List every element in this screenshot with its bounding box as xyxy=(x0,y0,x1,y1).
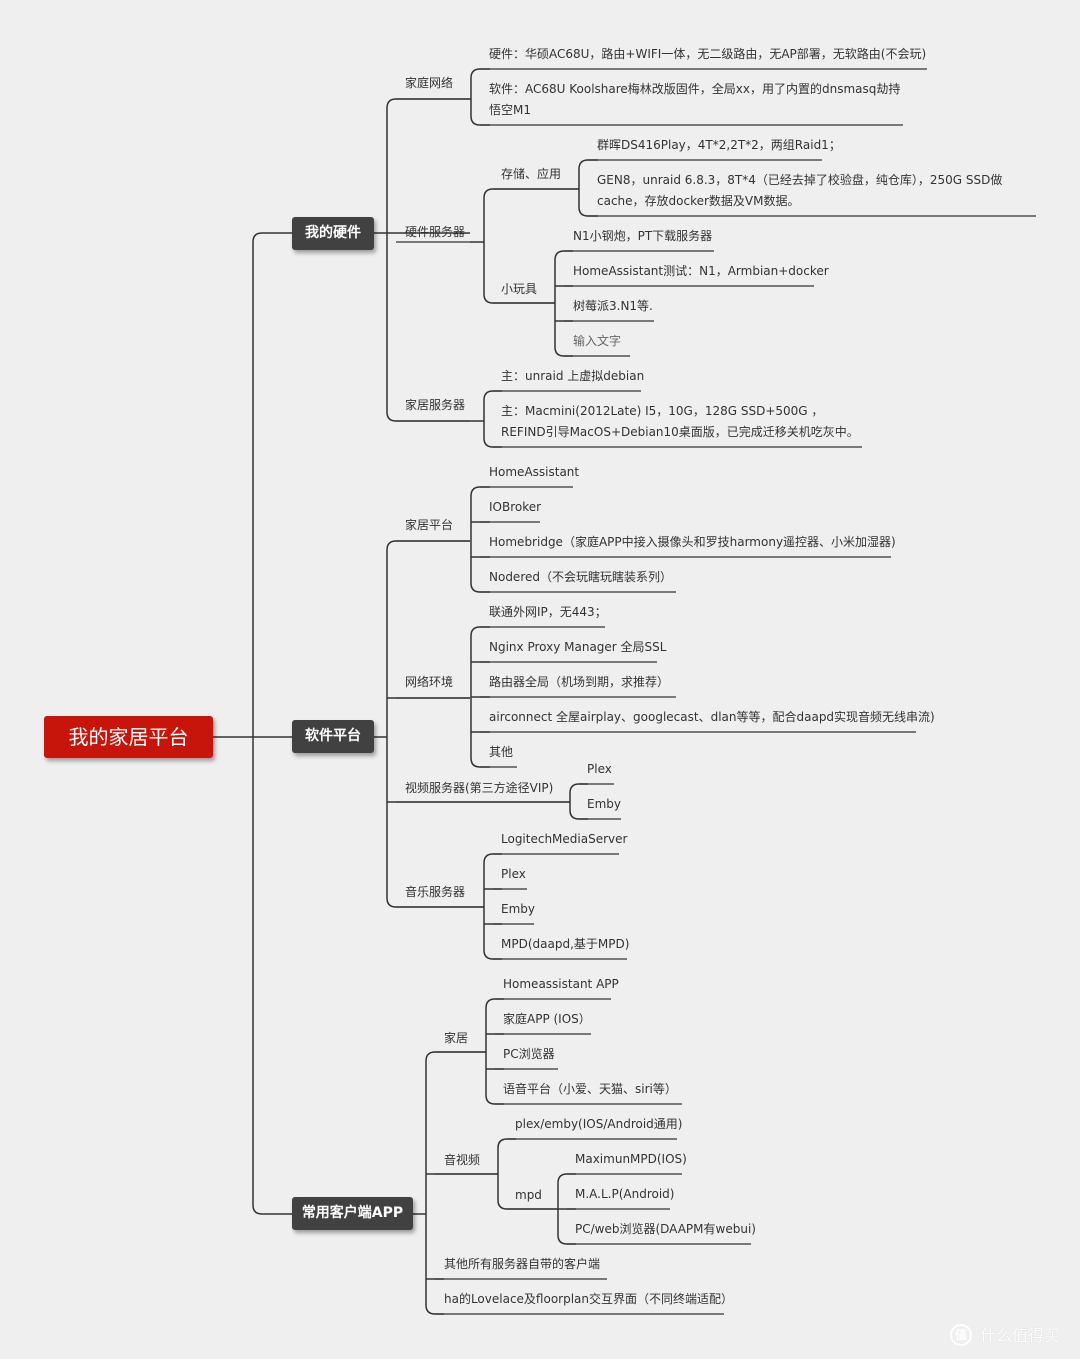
leaf-ha-app[interactable]: Homeassistant APP xyxy=(503,977,619,991)
leaf-airconnect[interactable]: airconnect 全屋airplay、googlecast、dlan等等，配… xyxy=(489,710,935,724)
node-storage[interactable]: 存储、应用 xyxy=(501,167,562,181)
leaf-other-clients[interactable]: 其他所有服务器自带的客户端 xyxy=(444,1257,601,1271)
leaf-homeassistant[interactable]: HomeAssistant xyxy=(489,465,580,479)
leaf-home-server-unraid[interactable]: 主：unraid 上虚拟debian xyxy=(501,369,645,383)
watermark-logo-icon: 值 xyxy=(950,1324,972,1346)
branch-clients[interactable]: 常用客户端APP xyxy=(292,1197,413,1230)
leaf-pc-web-browser[interactable]: PC/web浏览器(DAAPM有webui) xyxy=(575,1222,756,1236)
leaf-pc-browser[interactable]: PC浏览器 xyxy=(503,1047,555,1061)
node-toys[interactable]: 小玩具 xyxy=(501,282,538,296)
leaf-toys-ha-test[interactable]: HomeAssistant测试：N1，Armbian+docker xyxy=(573,264,829,278)
leaf-plex-emby-client[interactable]: plex/emby(IOS/Android通用) xyxy=(515,1117,683,1131)
leaf-nodered[interactable]: Nodered（不会玩瞎玩瞎装系列） xyxy=(489,570,672,584)
node-clients-home[interactable]: 家居 xyxy=(444,1031,469,1045)
leaf-storage-gen8[interactable]: GEN8，unraid 6.8.3，8T*4（已经去掉了校验盘，纯仓库），250… xyxy=(597,173,1003,208)
watermark-text: 什么值得买 xyxy=(980,1326,1061,1345)
leaf-music-mpd[interactable]: MPD(daapd,基于MPD) xyxy=(501,937,630,951)
node-mpd[interactable]: mpd xyxy=(515,1188,542,1202)
node-hw-server[interactable]: 硬件服务器 xyxy=(405,225,466,239)
node-home-server[interactable]: 家居服务器 xyxy=(405,398,466,412)
leaf-video-plex[interactable]: Plex xyxy=(587,762,612,776)
leaf-unicom-ip[interactable]: 联通外网IP，无443； xyxy=(489,605,607,619)
node-home-network[interactable]: 家庭网络 xyxy=(405,76,454,90)
leaf-home-network-software[interactable]: 软件：AC68U Koolshare梅林改版固件，全局xx，用了内置的dnsma… xyxy=(489,82,901,117)
leaf-ha-lovelace[interactable]: ha的Lovelace及floorplan交互界面（不同终端适配） xyxy=(444,1292,734,1306)
leaf-music-emby[interactable]: Emby xyxy=(501,902,535,916)
node-home-platform[interactable]: 家居平台 xyxy=(405,518,454,532)
branch-hardware[interactable]: 我的硬件 xyxy=(292,217,374,250)
leaf-toys-raspberry[interactable]: 树莓派3.N1等. xyxy=(573,299,653,313)
node-video-server[interactable]: 视频服务器(第三方途径VIP) xyxy=(405,781,554,795)
leaf-toys-n1[interactable]: N1小钢炮，PT下载服务器 xyxy=(573,229,713,243)
leaf-music-lms[interactable]: LogitechMediaServer xyxy=(501,832,628,846)
branch-software[interactable]: 软件平台 xyxy=(292,720,374,753)
leaf-voice-platform[interactable]: 语音平台（小爱、天猫、siri等） xyxy=(503,1082,677,1096)
leaf-malp[interactable]: M.A.L.P(Android) xyxy=(575,1187,675,1201)
node-music-server[interactable]: 音乐服务器 xyxy=(405,885,466,899)
leaf-music-plex[interactable]: Plex xyxy=(501,867,526,881)
leaf-toys-placeholder[interactable]: 输入文字 xyxy=(573,334,622,348)
leaf-network-other[interactable]: 其他 xyxy=(489,745,514,759)
leaf-storage-synology[interactable]: 群晖DS416Play，4T*2,2T*2，两组Raid1； xyxy=(597,138,841,152)
leaf-maximunmpd[interactable]: MaximunMPD(IOS) xyxy=(575,1152,687,1166)
leaf-home-network-hardware[interactable]: 硬件：华硕AC68U，路由+WIFI一体，无二级路由，无AP部署，无软路由(不会… xyxy=(489,47,927,61)
leaf-home-server-macmini[interactable]: 主：Macmini(2012Late) I5，10G，128G SSD+500G… xyxy=(501,404,859,439)
leaf-homebridge[interactable]: Homebridge（家庭APP中接入摄像头和罗技harmony遥控器、小米加湿… xyxy=(489,535,896,549)
leaf-iobroker[interactable]: IOBroker xyxy=(489,500,542,514)
leaf-home-app-ios[interactable]: 家庭APP (IOS） xyxy=(503,1012,591,1026)
node-network-env[interactable]: 网络环境 xyxy=(405,675,454,689)
leaf-router-global[interactable]: 路由器全局（机场到期，求推荐） xyxy=(489,675,670,689)
leaf-nginx-proxy[interactable]: Nginx Proxy Manager 全局SSL xyxy=(489,640,667,654)
node-clients-av[interactable]: 音视频 xyxy=(444,1153,481,1167)
root-node[interactable]: 我的家居平台 xyxy=(44,716,213,758)
leaf-video-emby[interactable]: Emby xyxy=(587,797,621,811)
